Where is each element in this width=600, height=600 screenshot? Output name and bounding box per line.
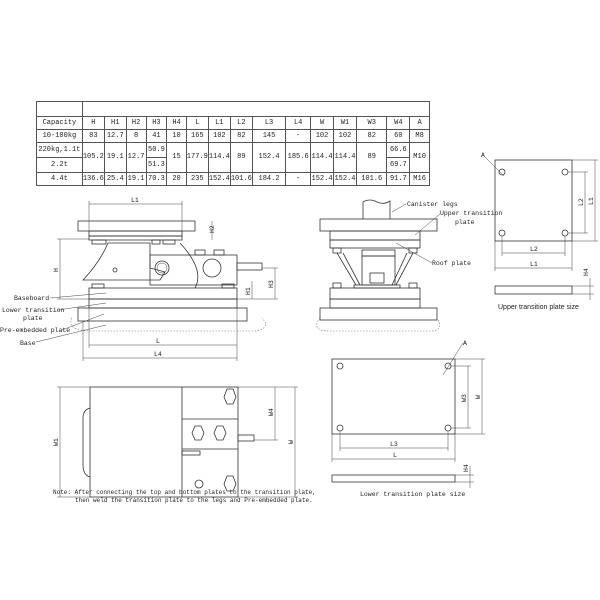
handle	[82, 407, 91, 478]
dim-L2-vertical: L2	[578, 198, 585, 206]
cell: M10	[409, 142, 430, 173]
pre-embedded-plate	[77, 307, 248, 322]
table-row: 220kg,1.1t 105.2 19.1 12.7 50.9 15 177.9…	[36, 142, 430, 173]
label-A-lower: A	[463, 340, 467, 347]
cell: 20	[166, 172, 187, 186]
dim-L1-upper: L1	[530, 261, 538, 268]
base-outline	[70, 317, 266, 332]
dim-H: H	[53, 268, 60, 272]
cell: 177.9	[185, 142, 209, 173]
cell: 152.4	[333, 172, 357, 186]
label-roof-plate: Roof plate	[432, 260, 471, 267]
cell: 15	[166, 142, 187, 173]
dim-L1-vertical: L1	[588, 197, 595, 205]
top-plate	[88, 230, 183, 237]
cable-connector	[236, 262, 263, 271]
cable-connector-bottom	[237, 434, 255, 442]
dim-L-lower: L	[393, 452, 397, 459]
lower-transition-plate	[88, 298, 238, 309]
dim-L4: L4	[154, 351, 162, 358]
cell: 101.6	[229, 172, 253, 186]
bottom-view: W1 W4 W Note: After connecting the top a…	[53, 386, 316, 504]
cell: 235	[185, 172, 209, 186]
dim-W3: W3	[461, 394, 468, 402]
cell: M16	[409, 172, 430, 186]
lower-plate	[331, 358, 456, 435]
label-upper-transition: Upper transition	[440, 210, 503, 217]
label-canister-legs: Canister legs	[407, 201, 458, 208]
label-lower-transition-2: plate	[23, 315, 43, 322]
baseboard	[88, 287, 238, 300]
dim-H4-upper: H4	[583, 268, 590, 276]
cell: 152.4	[310, 172, 335, 186]
cell: 136.6	[81, 172, 105, 186]
dim-H1: H1	[245, 287, 252, 295]
cell: -	[285, 172, 312, 186]
dim-W1: W1	[53, 438, 60, 446]
lower-plate-size: A W3 W L3 L H4 Lower transition plate si…	[331, 340, 485, 498]
label-pre-embedded: Pre-embedded plate	[0, 327, 70, 334]
upper-plate-edge	[494, 285, 573, 295]
table-header-row: Capacity H H1 H2 H3 H4 L L1 L2 L3 L4 W W…	[36, 116, 430, 130]
dim-L: L	[156, 338, 160, 345]
side-view: L1 H2 H H3 H1 L L4 Baseboard Lower trans…	[0, 197, 278, 361]
upper-transition-plate-front	[319, 218, 438, 232]
canister-leg	[362, 199, 391, 219]
upper-plate-caption: Upper transition plate size	[498, 304, 579, 311]
dim-H4-lower: H4	[463, 464, 470, 472]
dim-W: W	[288, 440, 295, 444]
dim-H2: H2	[209, 225, 216, 233]
dim-L2: L2	[530, 246, 538, 253]
load-cell-front	[361, 255, 396, 286]
label-upper-transition-2: plate	[455, 219, 475, 226]
dim-L3: L3	[390, 441, 398, 448]
label-base: Base	[20, 340, 36, 347]
table-row: 4.4t 136.6 25.4 19.1 70.3 20 235 152.4 1…	[36, 172, 430, 186]
dim-L1: L1	[131, 197, 139, 204]
specification-table: Capacity H H1 H2 H3 H4 L L1 L2 L3 L4 W W…	[36, 101, 431, 186]
cell: 70.3	[145, 172, 168, 186]
label-lower-transition: Lower transition	[2, 307, 65, 314]
dim-W4: W4	[268, 408, 275, 416]
cell: 19.1	[125, 172, 147, 186]
lower-plate-edge	[331, 474, 456, 483]
dim-H3: H3	[268, 280, 275, 288]
cell: 25.4	[103, 172, 127, 186]
cell: 152.4	[207, 172, 231, 186]
upper-transition-plate	[77, 220, 196, 232]
load-cell-bracket	[82, 242, 166, 281]
label-baseboard: Baseboard	[14, 295, 49, 302]
load-cell-body	[149, 254, 238, 286]
cell: 184.2	[251, 172, 287, 186]
upper-plate	[494, 159, 573, 242]
label-A: A	[481, 152, 485, 159]
note-line-1: Note: After connecting the top and botto…	[53, 489, 316, 496]
bottom-outline	[89, 386, 239, 498]
note-line-2: then weld the transition plate to the le…	[75, 497, 313, 504]
dim-W-lower: W	[475, 395, 482, 399]
front-view: Canister legs Upper transition plate Roo…	[316, 199, 503, 332]
upper-plate-size: A L2 L1 L2 L1 H4 Upper transition plate …	[481, 152, 598, 311]
cell: 89	[355, 142, 388, 173]
lower-plate-caption: Lower transition plate size	[360, 491, 465, 498]
